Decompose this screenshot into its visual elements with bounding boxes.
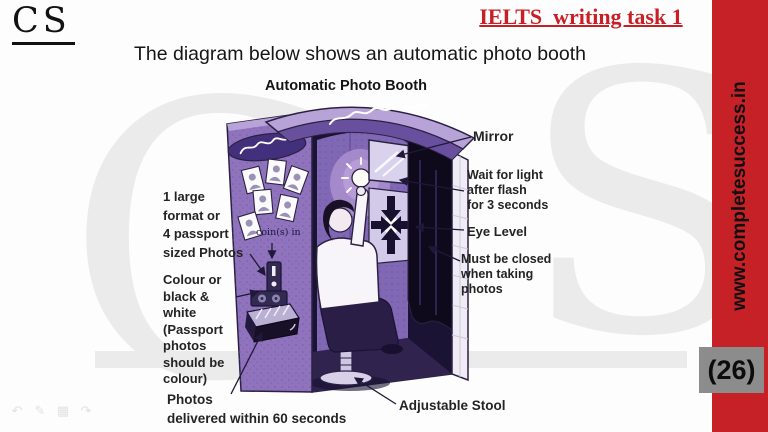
footer-toolbar: ↶ ✎ ▦ ↷ [10, 404, 93, 419]
booth-front-face [226, 111, 313, 393]
button-plate [250, 290, 288, 307]
diagram-title: Automatic Photo Booth [265, 78, 427, 94]
label-flash-wait: Wait for light after flash for 3 seconds [467, 168, 549, 212]
pen-icon[interactable]: ✎ [34, 404, 46, 419]
grid-icon[interactable]: ▦ [56, 404, 70, 419]
label-curtain-closed: Must be closed when taking photos [461, 252, 552, 296]
label-adjustable-stool: Adjustable Stool [399, 398, 506, 413]
page-number-badge: (26) [699, 347, 764, 393]
mirror-graphic [368, 139, 412, 185]
label-colour-options: Colour or black & white (Passport photos… [163, 272, 225, 386]
redo-arrow-icon[interactable]: ↷ [80, 404, 92, 419]
eye-level-panel [368, 187, 413, 265]
lesson-title: IELTS writing task 1 [479, 4, 683, 29]
website-watermark: www.completesuccess.in [712, 0, 768, 392]
label-connectors [230, 136, 472, 405]
label-photo-format: 1 large format or 4 passport sized Photo… [163, 189, 244, 260]
label-eye-level: Eye Level [467, 224, 527, 239]
slide-title: The diagram below shows an automatic pho… [133, 43, 587, 65]
undo-arrow-icon[interactable]: ↶ [11, 404, 23, 419]
page-number: (26) [707, 354, 756, 385]
label-coin-in: coin(s) in [256, 227, 301, 238]
person [315, 185, 403, 354]
label-mirror: Mirror [473, 128, 514, 144]
cs-logo: CS [12, 2, 75, 45]
booth-sign-oval [227, 132, 307, 162]
photo-delivery-tray [245, 303, 300, 343]
website-text: www.completesuccess.in [729, 81, 750, 311]
coin-slot [266, 261, 282, 293]
booth-roof [264, 100, 476, 161]
curtain [407, 129, 453, 331]
sample-photos [237, 158, 310, 241]
booth-door-panel [451, 150, 469, 382]
label-photo-delivery: Photos delivered within 60 seconds [167, 392, 347, 426]
